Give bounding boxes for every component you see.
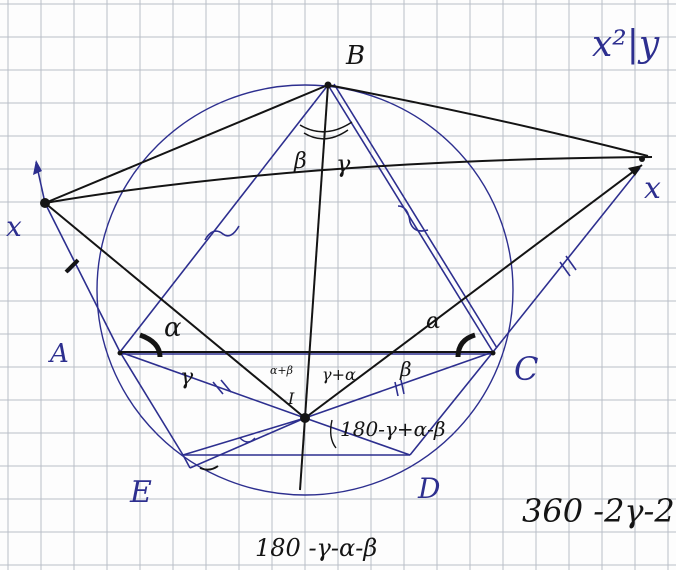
annotation-bottom-right: 360 -2γ-2 [522, 492, 675, 530]
line-x-b [44, 84, 329, 204]
tick-a-b [204, 225, 240, 241]
angle-arcs-b [299, 121, 353, 140]
angle-label-center-right: γ+α [322, 365, 356, 384]
line-c-x [492, 167, 641, 353]
arc-e-angle [239, 437, 256, 443]
tick-c-i-1 [394, 381, 399, 397]
arc-e-lower [199, 465, 219, 471]
line-x-i [44, 202, 306, 419]
line-b-c-1 [327, 84, 494, 353]
tick-x-a-bold [64, 258, 80, 274]
angle-mark-a [139, 332, 163, 358]
line-a-i [119, 351, 306, 419]
label-x-left: x [6, 210, 22, 243]
tick-a-i-2 [220, 379, 232, 393]
annotation-top-right: x²|y [592, 24, 660, 65]
label-c: C [514, 350, 538, 388]
annotation-bottom: 180 -γ-α-β [255, 534, 377, 562]
point-b [324, 81, 332, 89]
label-a: A [48, 339, 69, 369]
point-a [117, 350, 123, 356]
line-b-bottom [299, 84, 329, 491]
line-a-b [119, 84, 329, 353]
angle-label-center-left: α+β [270, 364, 293, 377]
angle-label-gamma-ai: γ [180, 365, 194, 390]
annotation-angle-ide: 180-γ+α-β [340, 417, 445, 441]
tick-c-i-2 [400, 379, 405, 395]
angle-label-beta: β [293, 149, 307, 174]
angle-label-beta-ci: β [399, 357, 412, 381]
arc-b-2 [303, 129, 349, 140]
label-d: D [417, 472, 440, 505]
label-b: B [345, 41, 365, 71]
angle-label-gamma: γ [336, 150, 351, 178]
arrowhead-right [628, 165, 642, 176]
point-c [490, 350, 496, 356]
label-x-right: x [644, 171, 661, 206]
point-x-right [639, 156, 645, 162]
line-i-e-lower [189, 417, 306, 469]
label-i: I [287, 389, 295, 408]
arc-i-angle [329, 419, 337, 449]
line-a-e [119, 351, 184, 456]
tick-c-x-2 [565, 255, 577, 271]
line-x-a [44, 202, 121, 353]
line-c-i [304, 351, 494, 419]
black-ink-lines [44, 84, 653, 491]
angle-mark-c [455, 332, 476, 358]
line-b-c-2 [333, 83, 498, 349]
blue-construction-lines [35, 83, 641, 469]
tick-c-x-1 [559, 261, 571, 277]
line-c-d [409, 351, 494, 456]
angle-label-alpha-left: α [164, 313, 182, 343]
line-e-lower [182, 454, 191, 469]
angle-label-alpha-right: α [426, 309, 441, 334]
circumcircle [96, 84, 514, 496]
points [40, 81, 645, 423]
line-i-x-right [304, 164, 643, 419]
tick-a-i-1 [212, 381, 224, 395]
line-e-i [182, 417, 306, 456]
arrowhead-left [33, 160, 42, 175]
curve-b-x-right [327, 84, 649, 157]
point-x-left [40, 198, 50, 208]
line-i-d [304, 417, 411, 456]
arc-b-1 [299, 121, 353, 133]
point-i [300, 413, 310, 423]
curve-x-left-x-right [44, 156, 653, 204]
tick-b-c [397, 205, 429, 232]
label-e: E [129, 475, 152, 510]
